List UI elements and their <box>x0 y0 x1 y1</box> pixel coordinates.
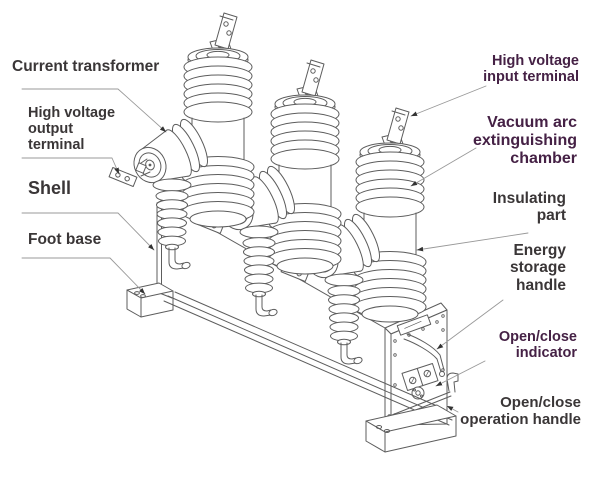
nameplate <box>397 315 430 335</box>
leader-oc-handle <box>447 406 458 412</box>
pole-1 <box>108 12 255 271</box>
foot-base-right <box>366 405 456 452</box>
label-insulating-part: Insulating part <box>492 190 566 225</box>
leader-shell <box>22 213 154 250</box>
label-vacuum-arc-chamber: Vacuum arc extinguishing chamber <box>473 114 577 167</box>
leader-hv-input <box>411 86 486 116</box>
leader-vacuum <box>411 148 476 186</box>
hook-bracket <box>447 373 458 392</box>
label-hv-output-terminal: High voltage output terminal <box>28 105 116 154</box>
leader-energy <box>437 300 503 349</box>
leader-current-transformer <box>22 89 166 132</box>
indicator-plate <box>402 363 438 390</box>
label-foot-base: Foot base <box>28 231 102 248</box>
label-hv-input-terminal: High voltage input terminal <box>483 53 579 86</box>
label-current-transformer: Current transformer <box>12 58 160 75</box>
leader-insulating <box>417 233 528 252</box>
energy-storage-lever <box>404 334 445 377</box>
leader-foot-base <box>22 258 145 294</box>
label-energy-storage-handle: Energy storage handle <box>510 242 566 294</box>
foot-base-left <box>127 283 173 317</box>
leader-lines <box>22 86 528 412</box>
leader-oc-indicator <box>436 361 485 386</box>
label-open-close-operation-handle: Open/close operation handle <box>460 394 581 428</box>
label-open-close-indicator: Open/close indicator <box>498 329 577 362</box>
leader-hv-output <box>22 158 119 174</box>
base-rails <box>164 292 452 425</box>
label-shell: Shell <box>28 178 72 198</box>
